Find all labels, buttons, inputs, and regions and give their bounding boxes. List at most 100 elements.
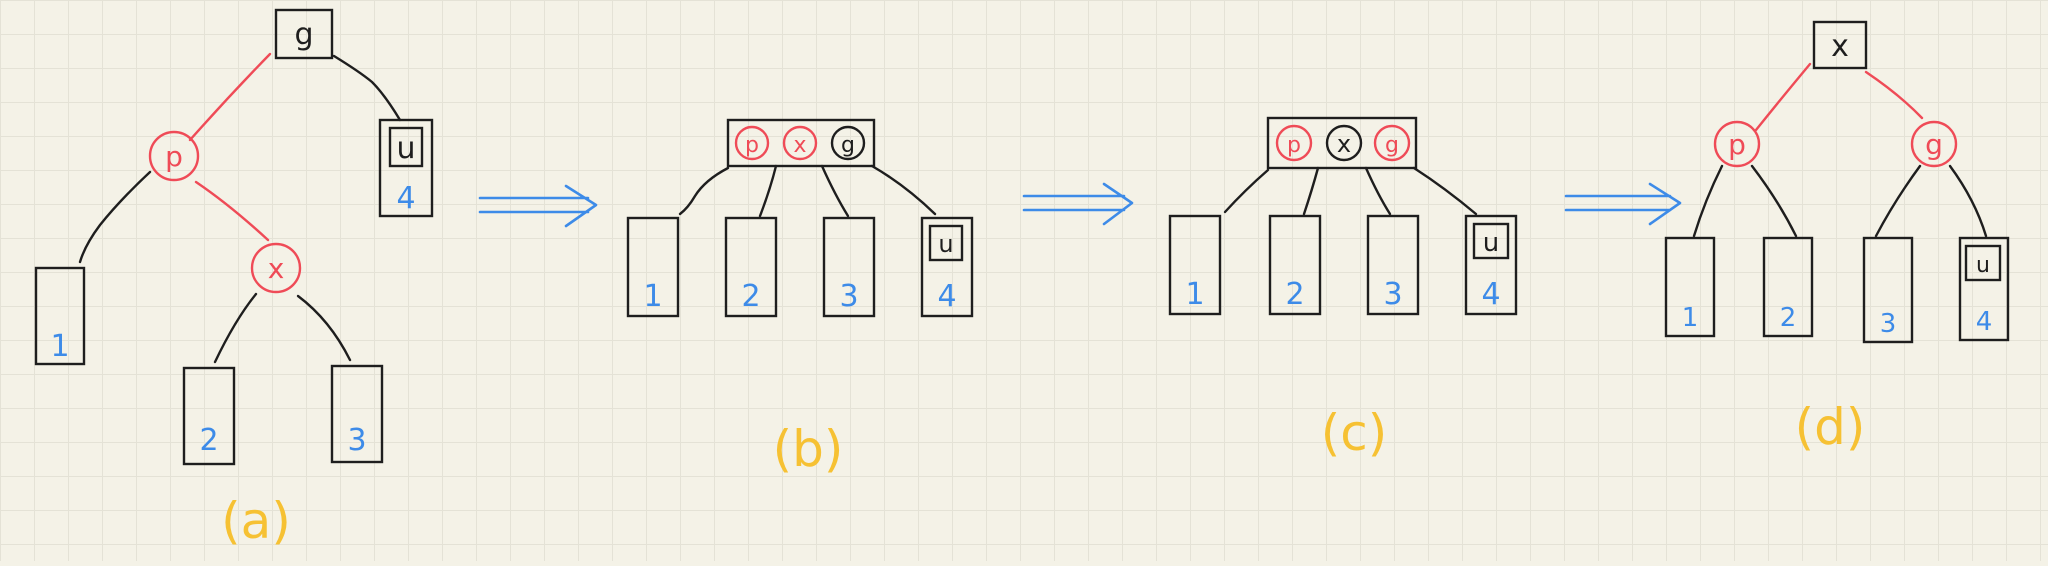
subtree-4 — [378, 118, 434, 218]
edge-d-g-3 — [1874, 164, 1922, 238]
subtree-d-4-label: 4 — [1976, 307, 1993, 337]
edge-b-1 — [678, 166, 730, 216]
node-u-c-label: u — [1483, 228, 1499, 258]
arrow-c-d — [1564, 182, 1682, 226]
node-u-label: u — [396, 131, 415, 166]
key-c-g-red — [1373, 124, 1411, 162]
edge-b-2 — [758, 164, 778, 218]
edge-d-g-4 — [1948, 164, 1988, 238]
edge-d-x-g — [1864, 70, 1924, 120]
node-p-d-label: p — [1728, 128, 1746, 161]
key-c-x-black — [1325, 124, 1363, 162]
panel-d: x p g 1 2 3 u 4 (d) — [1664, 20, 2010, 456]
node-x-d-label: x — [1831, 29, 1849, 64]
panel-b: p x g 1 2 3 u 4 (b) — [626, 118, 974, 478]
merged-node-c — [1266, 116, 1418, 170]
subtree-b-2 — [724, 216, 778, 318]
edge-c-4 — [1412, 166, 1478, 216]
subtree-3 — [330, 364, 384, 464]
subtree-b-3 — [822, 216, 876, 318]
node-u-black — [388, 126, 424, 168]
subtree-c-2 — [1268, 214, 1322, 316]
node-u-b — [928, 224, 964, 262]
subtree-b-3-label: 3 — [839, 279, 858, 314]
subtree-c-3-label: 3 — [1383, 277, 1402, 312]
node-x-black-d — [1812, 20, 1868, 70]
caption-d: (d) — [1795, 398, 1866, 456]
subtree-4-label: 4 — [396, 181, 415, 216]
node-g-black — [274, 8, 334, 60]
subtree-d-2 — [1762, 236, 1814, 338]
node-p-red — [148, 130, 200, 182]
panel-c: p x g 1 2 3 u 4 (c) — [1168, 116, 1518, 462]
arrow-c-d-shape — [1564, 182, 1682, 226]
subtree-c-3 — [1366, 214, 1420, 316]
key-x-red — [782, 125, 818, 161]
arrow-b-c-shape — [1022, 182, 1134, 226]
node-p-red-d — [1713, 120, 1761, 168]
edge-g-u — [332, 54, 402, 122]
node-g-label: g — [294, 17, 313, 52]
key-p-red — [734, 125, 770, 161]
arrow-a-b-shape — [478, 184, 598, 228]
edge-g-p — [188, 52, 272, 142]
caption-b: (b) — [773, 420, 844, 478]
subtree-c-4 — [1464, 214, 1518, 316]
edge-d-x-p — [1754, 62, 1812, 132]
edge-p-1 — [78, 170, 152, 264]
node-g-red-d — [1910, 120, 1958, 168]
subtree-2-label: 2 — [199, 423, 218, 458]
edge-p-x — [194, 180, 270, 242]
caption-a: (a) — [221, 492, 291, 550]
edge-d-p-1 — [1692, 164, 1724, 238]
panel-a: g p u 4 1 x 2 3 (a) — [34, 8, 434, 550]
subtree-b-1-label: 1 — [643, 279, 662, 314]
node-u-b-label: u — [938, 230, 953, 258]
key-p-label: p — [745, 133, 759, 158]
subtree-c-1 — [1168, 214, 1222, 316]
edge-b-3 — [820, 164, 850, 218]
subtree-d-4 — [1958, 236, 2010, 342]
subtree-2 — [182, 366, 236, 466]
edge-c-1 — [1223, 168, 1270, 214]
subtree-d-3-label: 3 — [1880, 309, 1897, 339]
key-c-p-red — [1275, 124, 1313, 162]
subtree-d-2-label: 2 — [1780, 303, 1797, 333]
subtree-d-1 — [1664, 236, 1716, 338]
arrow-b-c — [1022, 182, 1134, 226]
edge-c-2 — [1302, 166, 1320, 216]
subtree-1-label: 1 — [50, 329, 69, 364]
subtree-b-4-label: 4 — [937, 279, 956, 314]
edge-b-4 — [870, 164, 937, 216]
node-u-d — [1964, 244, 2002, 282]
key-c-p-label: p — [1287, 133, 1301, 158]
subtree-3-label: 3 — [347, 423, 366, 458]
key-x-label: x — [793, 133, 806, 158]
node-u-d-label: u — [1976, 253, 1990, 278]
subtree-c-2-label: 2 — [1285, 277, 1304, 312]
node-x-label: x — [268, 252, 285, 285]
subtree-c-1-label: 1 — [1185, 277, 1204, 312]
subtree-b-1 — [626, 216, 680, 318]
node-x-red — [250, 242, 302, 294]
edge-c-3 — [1364, 166, 1392, 216]
edge-x-3 — [296, 294, 352, 362]
subtree-b-4 — [920, 216, 974, 318]
node-u-c — [1472, 222, 1510, 260]
key-g-black — [830, 125, 866, 161]
subtree-1 — [34, 266, 86, 366]
node-g-d-label: g — [1925, 128, 1943, 161]
key-c-g-label: g — [1385, 133, 1399, 158]
caption-c: (c) — [1321, 404, 1388, 462]
arrow-a-b — [478, 184, 598, 228]
node-p-label: p — [165, 140, 183, 173]
subtree-b-2-label: 2 — [741, 279, 760, 314]
subtree-d-1-label: 1 — [1682, 303, 1699, 333]
subtree-c-4-label: 4 — [1481, 277, 1500, 312]
edge-x-2 — [213, 292, 258, 364]
edge-d-p-2 — [1750, 164, 1798, 238]
merged-node-b — [726, 118, 876, 168]
subtree-d-3 — [1862, 236, 1914, 344]
key-g-label: g — [841, 133, 855, 158]
